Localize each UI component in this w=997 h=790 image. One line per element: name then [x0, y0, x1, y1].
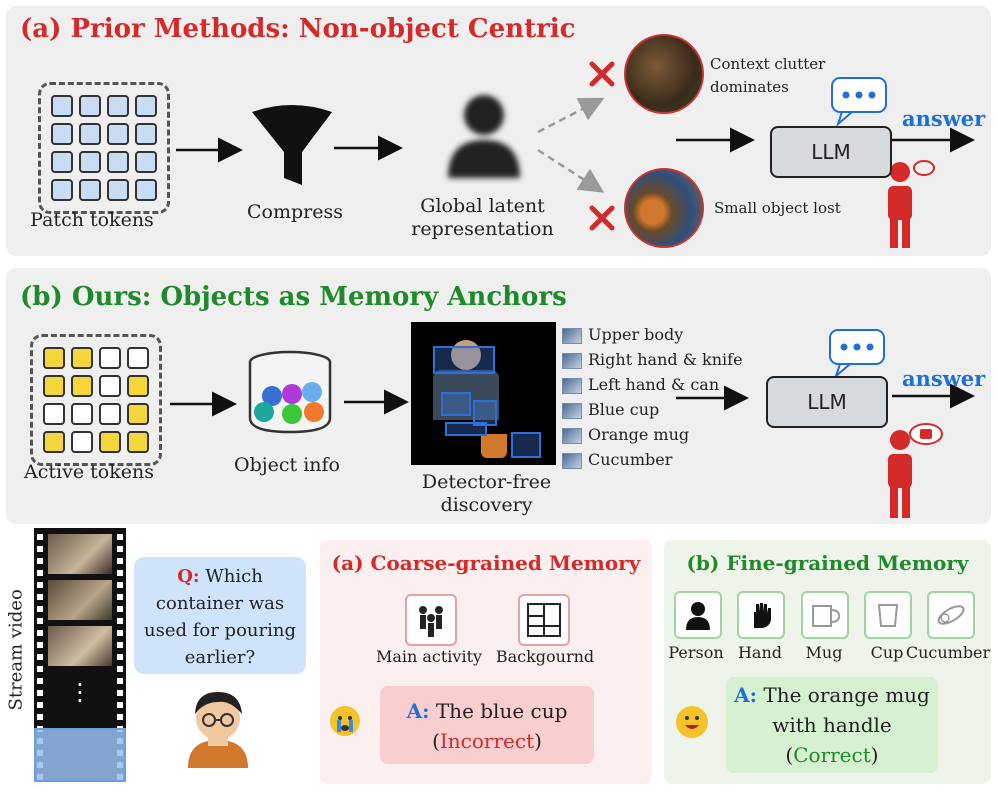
dashed-arrow-up — [537, 97, 605, 134]
question-body: Which container was used for pouring ear… — [144, 566, 296, 668]
compress-label: Compress — [247, 201, 343, 223]
fine-verdict: Correct — [793, 743, 871, 767]
crying-emoji-icon — [330, 706, 360, 736]
background-label: Backgournd — [495, 647, 595, 666]
answer-label-b: answer — [902, 366, 986, 391]
main-activity-icon — [405, 594, 457, 646]
main-activity-label: Main activity — [375, 647, 483, 666]
hand-label: Hand — [737, 643, 783, 662]
object-item-orange-mug: Orange mug — [562, 422, 743, 447]
cross-icon-top — [589, 61, 615, 87]
coarse-verdict-close: ) — [534, 729, 542, 753]
fine-answer-prefix: A: — [734, 683, 758, 707]
confused-person-icon — [888, 160, 935, 248]
film-dots: ⋮ — [68, 678, 92, 706]
object-jar-icon — [248, 350, 332, 434]
question-bubble — [134, 557, 306, 674]
panel-a-graphics — [176, 61, 975, 248]
llm-box-b: LLM — [766, 376, 888, 428]
fine-answer-box — [726, 677, 938, 773]
discovery-frame — [411, 322, 556, 465]
coarse-verdict: Incorrect — [439, 729, 535, 753]
patch-tokens-label: Patch tokens — [30, 209, 154, 231]
global-latent-label-1: Global latent — [420, 195, 545, 217]
film-frame-2 — [48, 580, 112, 620]
active-tokens-label: Active tokens — [24, 461, 154, 483]
cucumber-icon — [927, 591, 975, 639]
cup-label: Cup — [870, 643, 904, 662]
coarse-answer-body: The blue cup — [435, 699, 568, 723]
film-strip: ⋮ — [34, 528, 126, 782]
question-prefix: Q: — [177, 566, 200, 587]
fine-answer-line2: with handle — [772, 713, 892, 737]
panel-b-graphics — [170, 329, 975, 518]
detector-free-label-1: Detector-free — [421, 471, 552, 493]
blurred-person-icon — [448, 95, 520, 178]
answer-label-a: answer — [902, 106, 986, 131]
clutter-photo — [624, 34, 704, 114]
coarse-memory-title: (a) Coarse-grained Memory — [331, 551, 641, 575]
thumbs-up-person-icon — [888, 423, 943, 518]
small-object-photo — [624, 168, 704, 248]
active-token-grid — [30, 334, 162, 466]
panel-b-title: (b) Ours: Objects as Memory Anchors — [20, 282, 567, 312]
speech-bubble-icon-b — [829, 329, 885, 380]
coarse-answer-prefix: A: — [406, 699, 430, 723]
mug-icon — [801, 591, 849, 639]
llm-box-a: LLM — [770, 126, 892, 178]
object-item-right-hand: Right hand & knife — [562, 347, 743, 372]
background-icon — [518, 594, 570, 646]
film-frame-3 — [48, 626, 112, 666]
dashed-arrow-down — [537, 148, 605, 193]
object-item-upper-body: Upper body — [562, 322, 743, 347]
film-frame-current — [34, 728, 126, 782]
panel-a-title: (a) Prior Methods: Non-object Centric — [20, 14, 576, 44]
fine-answer-text: A: The orange mug with handle (Correct) — [726, 680, 938, 770]
stream-video-label: Stream video — [5, 589, 27, 711]
hand-icon — [737, 591, 785, 639]
cup-icon — [864, 591, 912, 639]
object-item-cucumber: Cucumber — [562, 447, 743, 472]
cross-icon-bottom — [589, 205, 615, 231]
coarse-answer-text: A: The blue cup (Incorrect) — [380, 696, 594, 756]
fine-memory-title: (b) Fine-grained Memory — [686, 551, 969, 575]
clutter-text-1: Context clutter — [710, 55, 826, 73]
small-object-lost-text: Small object lost — [714, 199, 841, 217]
person-label: Person — [668, 643, 724, 662]
film-frame-1 — [48, 534, 112, 574]
question-text: Q: Which container was used for pouring … — [140, 563, 300, 671]
fine-answer-line1: The orange mug — [763, 683, 930, 707]
funnel-icon — [252, 105, 332, 185]
object-item-blue-cup: Blue cup — [562, 397, 743, 422]
coarse-verdict-open: ( — [432, 729, 440, 753]
global-latent-label-2: representation — [411, 218, 554, 240]
coarse-answer-box — [380, 686, 594, 764]
patch-token-grid — [38, 82, 170, 214]
mug-label: Mug — [805, 643, 843, 662]
object-info-label: Object info — [234, 454, 340, 476]
speech-bubble-icon — [831, 77, 887, 128]
clutter-text-2: dominates — [710, 78, 789, 96]
cucumber-label: Cucumber — [905, 643, 991, 662]
fine-verdict-close: ) — [870, 743, 879, 767]
fine-verdict-open: ( — [785, 743, 794, 767]
avatar — [188, 692, 248, 768]
person-icon — [674, 591, 722, 639]
object-list: Upper body Right hand & knife Left hand … — [562, 322, 743, 472]
smiling-emoji-icon — [676, 706, 708, 738]
object-item-left-hand: Left hand & can — [562, 372, 743, 397]
detector-free-label-2: discovery — [440, 494, 533, 516]
